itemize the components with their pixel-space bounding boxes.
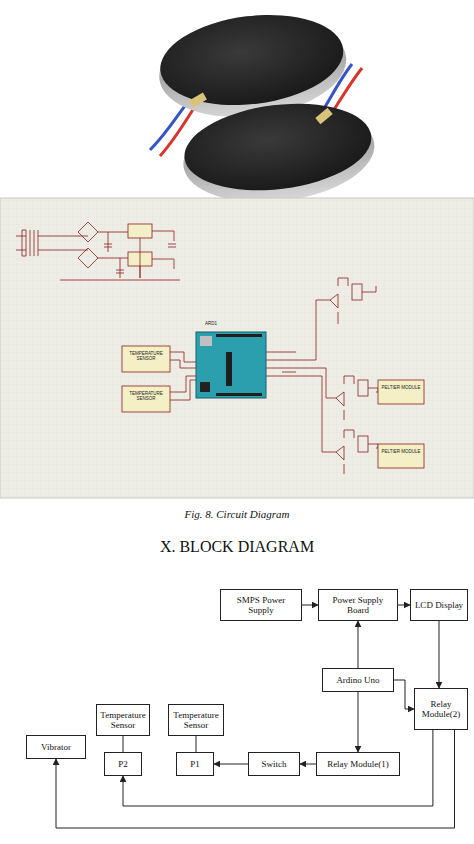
block-box: SMPS Power Supply	[220, 589, 302, 621]
block-box: LCD Display	[410, 589, 468, 621]
figure-caption: Fig. 8. Circuit Diagram	[0, 508, 474, 520]
schematic-label: PELTIER MODULE	[380, 386, 422, 391]
connector-arrow	[123, 736, 124, 752]
connector-arrow	[302, 605, 318, 606]
block-label: Relay Module(1)	[327, 759, 389, 769]
block-label: SMPS Power Supply	[224, 595, 298, 616]
connector-arrow	[300, 764, 316, 765]
connector-arrow	[398, 605, 410, 606]
block-label: Power Supply Board	[322, 595, 394, 616]
block-label: Vibrator	[41, 742, 71, 752]
schematic-label: PELTIER MODULE	[380, 450, 422, 455]
connector-arrow	[56, 730, 455, 828]
block-label: Switch	[261, 759, 286, 769]
block-box: Switch	[248, 752, 300, 776]
block-box: Temperature Sensor	[168, 704, 224, 736]
block-box: Ardino Uno	[322, 668, 394, 692]
block-box: Relay Module(2)	[414, 688, 468, 730]
block-label: LCD Display	[415, 600, 463, 610]
section-title: X. BLOCK DIAGRAM	[0, 538, 474, 556]
block-box: Temperature Sensor	[96, 704, 150, 736]
block-label: P2	[118, 759, 128, 769]
connector-arrow	[123, 730, 433, 806]
block-label: Relay Module(2)	[418, 699, 464, 720]
block-box: P1	[176, 752, 214, 776]
block-label: Ardino Uno	[336, 675, 379, 685]
block-box: Vibrator	[26, 735, 86, 759]
block-label: Temperature Sensor	[172, 710, 220, 731]
block-box: Power Supply Board	[318, 589, 398, 621]
block-box: Relay Module(1)	[316, 752, 400, 776]
connector-arrow	[358, 621, 359, 668]
connector-arrow	[394, 680, 414, 709]
motor-photo	[150, 5, 380, 212]
connector-arrow	[358, 692, 359, 752]
schematic-label: TEMPERATURE SENSOR	[124, 352, 168, 362]
schematic-label: ARD1	[196, 322, 226, 327]
connector-arrow	[214, 764, 248, 765]
circuit-schematic	[0, 198, 474, 498]
block-label: P1	[190, 759, 200, 769]
schematic-label: TEMPERATURE SENSOR	[124, 392, 168, 402]
block-label: Temperature Sensor	[100, 710, 146, 731]
connector-arrow	[196, 736, 197, 752]
connector-arrow	[439, 621, 440, 688]
block-box: P2	[104, 752, 142, 776]
